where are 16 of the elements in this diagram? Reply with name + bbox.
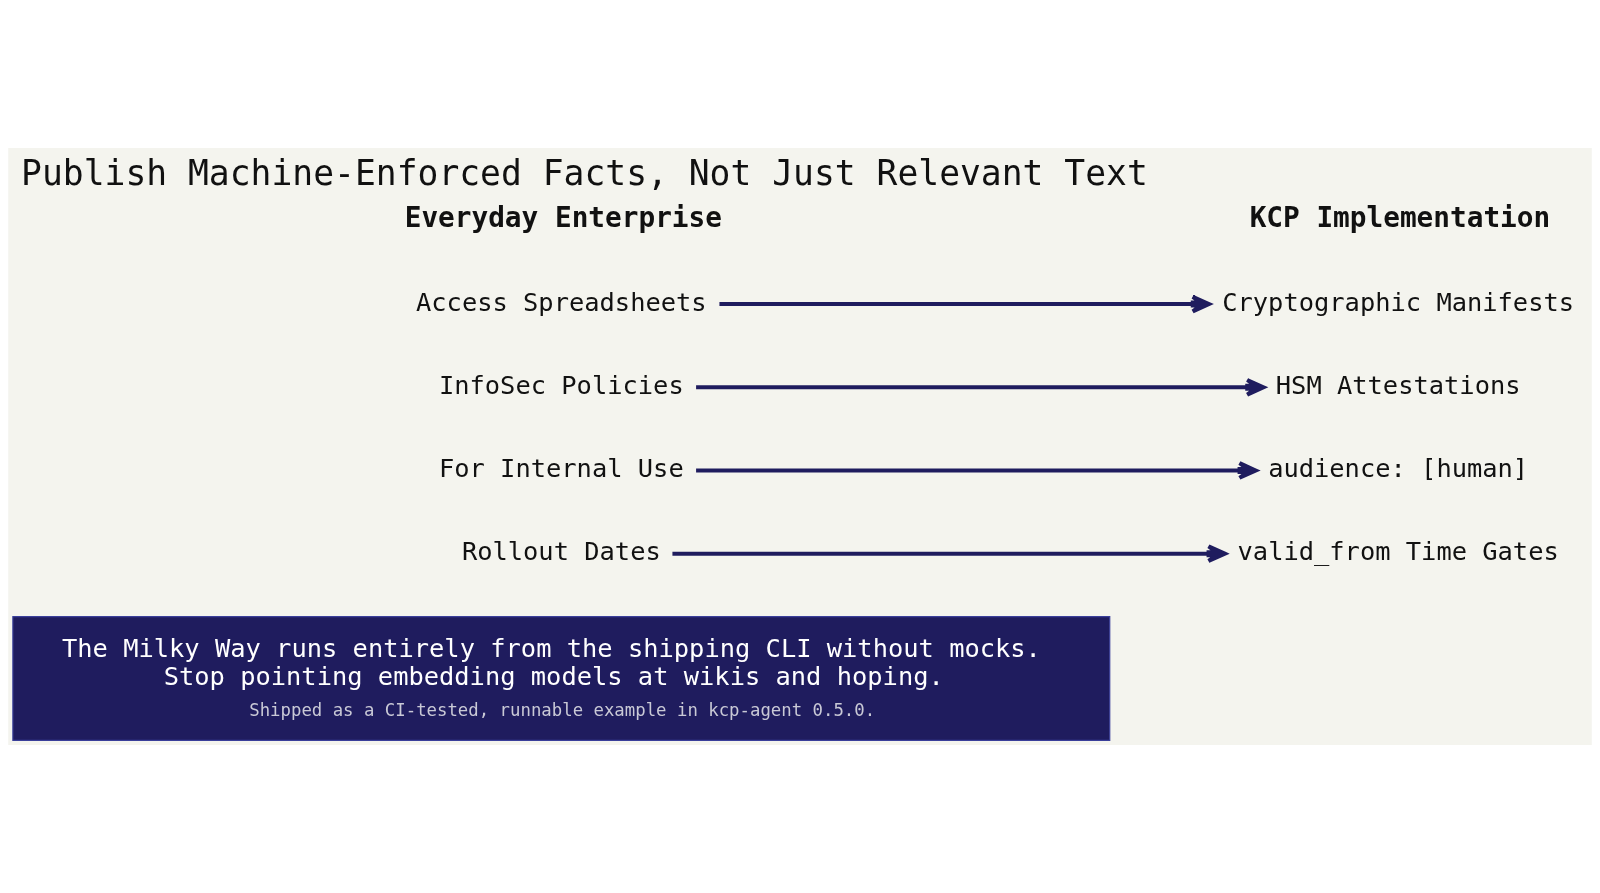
label: Everyday Enterprise [404,200,722,234]
node-text: Cryptographic Manifests [1222,286,1575,317]
node-text: Rollout Dates [461,536,661,567]
node-text: audience: [human] [1268,452,1529,483]
node-text: For Internal Use [438,452,684,483]
node-text: valid_from Time Gates [1237,536,1559,567]
node-text: HSM Attestations [1275,369,1521,400]
arrow [719,294,1211,314]
arrow [672,544,1227,563]
node-text: InfoSec Policies [438,369,684,400]
node-text: Access Spreadsheets [416,286,707,317]
arrow [696,377,1266,397]
arrow [696,461,1258,480]
label: KCP Implementation [1249,200,1551,234]
diagram-title: Publish Machine-Enforced Facts, Not Just Relevant Text [21,152,1148,193]
node-box: The Milky Way runs entirely from the shipping CLI without mocks. Stop pointing embedding models at wikis and hoping. Shipped as a CI-tested, runnable example in kcp-agent 0.5.0. [12,616,1111,741]
